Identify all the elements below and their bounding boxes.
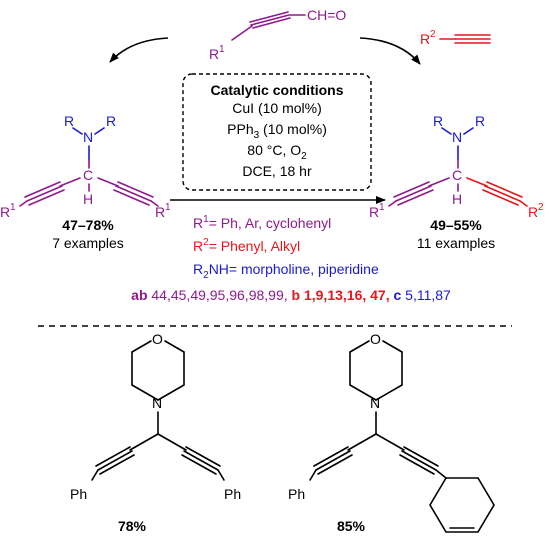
conditions-text: Catalytic conditions CuI (10 mol%) PPh3 …	[210, 82, 343, 179]
example1-oxygen: O	[152, 331, 163, 347]
r2-definition: R2= Phenyl, Alkyl	[193, 237, 300, 254]
curved-arrow-right	[359, 37, 421, 65]
propargyl-aldehyde-structure: CH=O R 1	[209, 7, 346, 62]
example2-nitrogen: N	[370, 395, 380, 411]
right-amine-r-right: R	[475, 113, 485, 129]
aldehyde-label: CH=O	[307, 7, 346, 23]
left-r1-a-sup: 1	[10, 202, 16, 213]
right-r2-sup: 2	[538, 202, 544, 213]
right-r1: R	[369, 204, 379, 220]
example1-phenyl-left: Ph	[70, 486, 87, 502]
r1-superscript: 1	[219, 44, 225, 55]
example1-phenyl-right: Ph	[224, 486, 241, 502]
left-hydrogen: H	[83, 191, 93, 207]
left-amine-r-left: R	[64, 113, 74, 129]
example2-oxygen: O	[370, 331, 381, 347]
r1-definition: R1= Ph, Ar, cyclohenyl	[193, 214, 331, 231]
left-r1-b: R	[155, 204, 165, 220]
right-product-examples: 11 examples	[417, 235, 495, 251]
example1-nitrogen: N	[152, 395, 162, 411]
condition-solvent-time: DCE, 18 hr	[242, 163, 312, 179]
right-central-carbon: C	[452, 167, 462, 183]
terminal-alkyne-structure: R 2	[420, 29, 491, 47]
example1-yield: 78%	[118, 518, 147, 534]
example2-yield: 85%	[337, 518, 366, 534]
left-product-yield: 47–78%	[62, 217, 114, 233]
example-structure-dipropargyl: O N Ph Ph	[70, 331, 241, 502]
left-central-carbon: C	[83, 167, 93, 183]
r2-label: R	[420, 31, 430, 47]
example2-phenyl: Ph	[288, 486, 305, 502]
r1-label: R	[209, 46, 219, 62]
right-amine-n: N	[452, 129, 462, 145]
r2-superscript: 2	[430, 29, 436, 40]
right-amine-r-left: R	[433, 113, 443, 129]
conditions-box	[182, 73, 372, 191]
right-product-structure: R N R C H R 1 R 2	[369, 113, 544, 220]
left-amine-r-right: R	[106, 113, 116, 129]
condition-catalyst: CuI (10 mol%)	[232, 100, 321, 116]
left-r1-b-sup: 1	[165, 202, 171, 213]
left-r1-a: R	[0, 204, 10, 220]
right-hydrogen: H	[452, 191, 462, 207]
amine-definition: R2NH= morpholine, piperidine	[193, 261, 379, 281]
condition-temperature: 80 °C, O2	[247, 142, 307, 162]
references-line: ab 44,45,49,95,96,98,99, b 1,9,13,16, 47…	[131, 287, 451, 303]
left-product-structure: R N R C H R 1 R 1	[0, 113, 171, 220]
right-r1-sup: 1	[379, 202, 385, 213]
right-r2: R	[528, 204, 538, 220]
condition-ligand: PPh3 (10 mol%)	[227, 121, 327, 141]
conditions-title: Catalytic conditions	[210, 82, 343, 98]
left-amine-n: N	[83, 129, 93, 145]
right-product-yield: 49–55%	[430, 217, 482, 233]
curved-arrow-left	[109, 37, 169, 63]
example-structure-cyclohexenyl: O N Ph	[288, 331, 495, 533]
left-product-examples: 7 examples	[52, 235, 124, 251]
